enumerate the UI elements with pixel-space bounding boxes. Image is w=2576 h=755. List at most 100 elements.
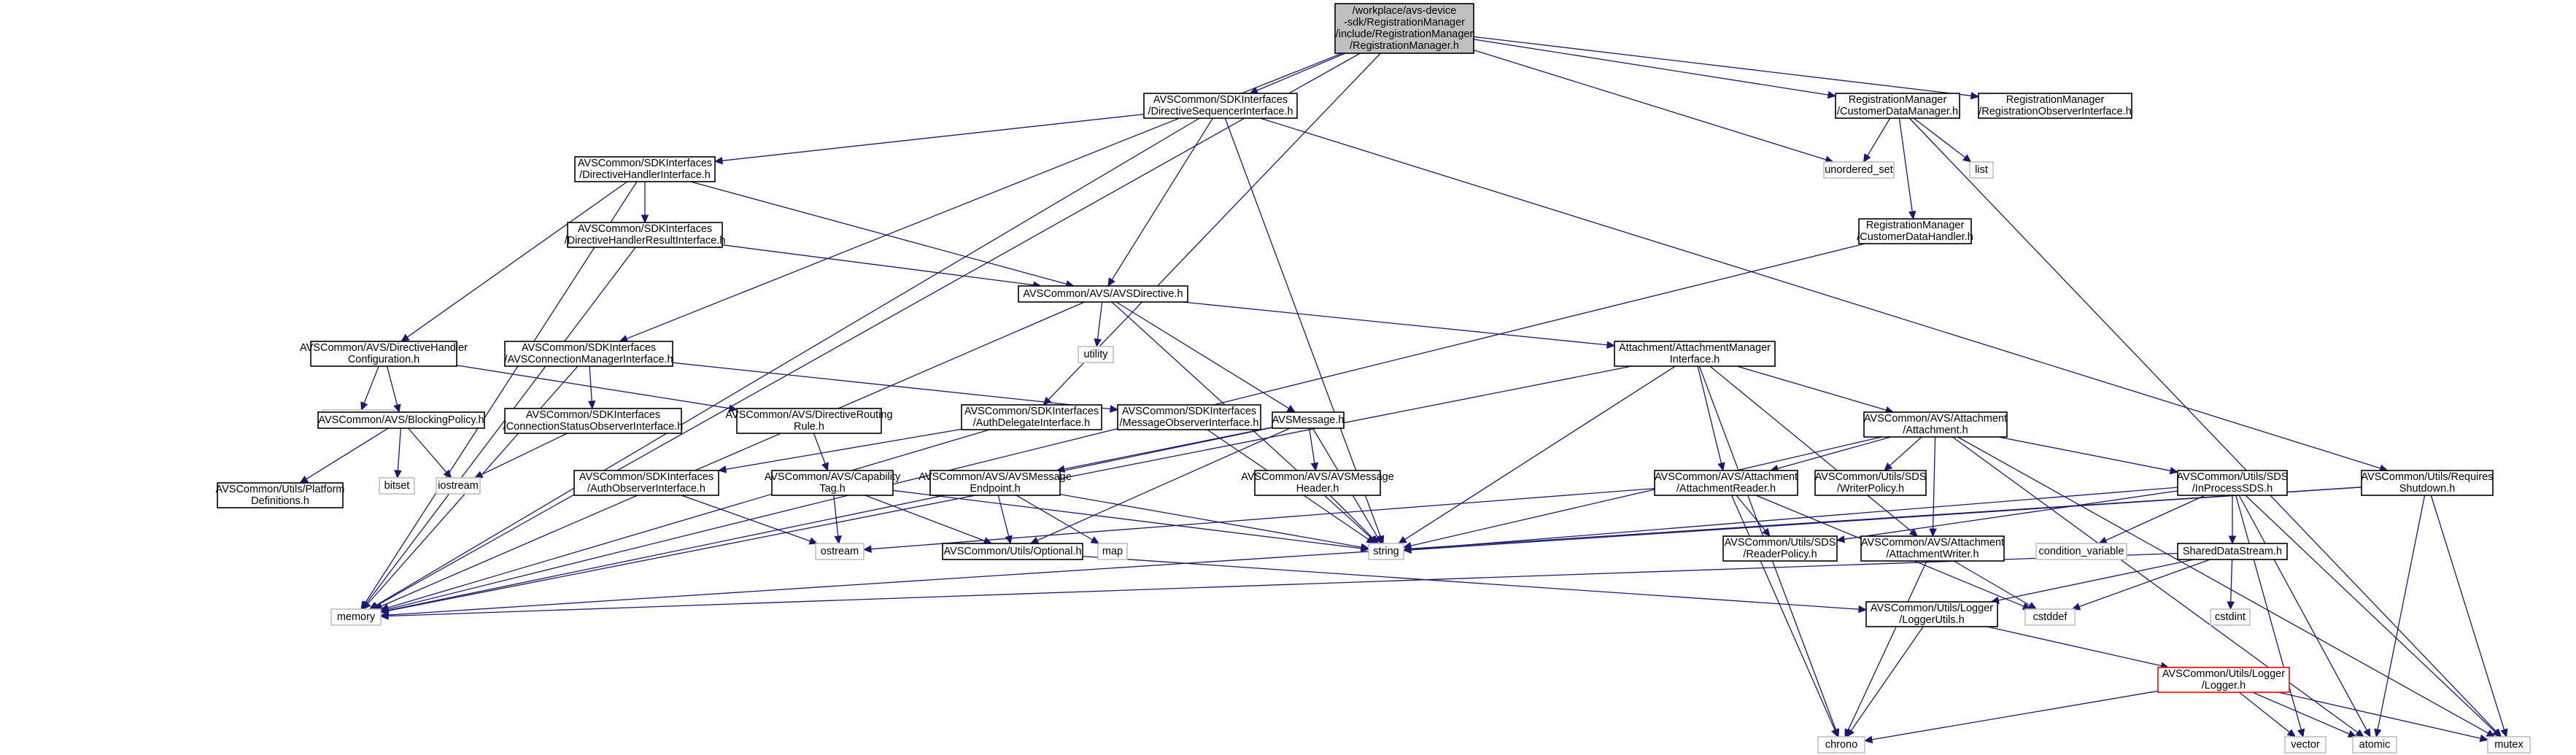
node-box xyxy=(1858,218,1972,244)
edge-line xyxy=(2430,495,2505,730)
node-attwriter[interactable]: AVSCommon/AVS/Attachment/AttachmentWrite… xyxy=(1860,535,2005,562)
edge-root-to-memory xyxy=(369,53,1361,610)
node-chrono: chrono xyxy=(1817,736,1865,754)
node-label: /RegistrationObserverInterface.h xyxy=(1979,106,2132,117)
node-label: AVSCommon/SDKInterfaces xyxy=(578,158,712,169)
node-label: /include/RegistrationManager xyxy=(1336,28,1474,40)
node-cstdint: cstdint xyxy=(2210,608,2251,626)
edge-attachment-to-atomic xyxy=(1952,436,2364,737)
edge-dirseq-to-memory xyxy=(368,117,1200,610)
node-label: AVSCommon/AVS/Attachment xyxy=(1861,537,2004,549)
node-msgobs[interactable]: AVSCommon/SDKInterfaces/MessageObserverI… xyxy=(1117,404,1261,430)
node-label: AVSCommon/SDKInterfaces xyxy=(964,406,1099,417)
node-box xyxy=(1117,404,1261,430)
edge-arrowhead xyxy=(728,404,738,412)
edge-arrowhead xyxy=(641,214,649,224)
node-label: list xyxy=(1975,164,1988,176)
node-label: AVSCommon/Utils/SDS xyxy=(2177,471,2289,483)
edge-optional-to-loggerutils xyxy=(1082,555,1868,613)
edge-line xyxy=(1844,490,2178,540)
edge-dirseq-to-avsdirective xyxy=(1107,117,1213,287)
edge-line xyxy=(365,247,636,604)
edge-arrowhead xyxy=(1286,404,1296,413)
node-label: /InProcessSDS.h xyxy=(2192,483,2273,495)
node-loggerutils[interactable]: AVSCommon/Utils/Logger/LoggerUtils.h xyxy=(1865,601,1998,627)
edge-avsdirective-to-memory xyxy=(374,301,1085,610)
node-authdelegate[interactable]: AVSCommon/SDKInterfaces/AuthDelegateInte… xyxy=(961,404,1102,430)
node-cdm[interactable]: RegistrationManager/CustomerDataManager.… xyxy=(1835,93,1960,119)
node-root[interactable]: /workplace/avs-device-sdk/RegistrationMa… xyxy=(1334,3,1474,54)
edge-arrowhead xyxy=(1029,536,1040,544)
node-dhconfig[interactable]: AVSCommon/AVS/DirectiveHandlerConfigurat… xyxy=(300,341,468,367)
node-box xyxy=(736,408,882,434)
node-label: /AVSConnectionManagerInterface.h xyxy=(504,354,673,365)
node-avsconnmgr[interactable]: AVSCommon/SDKInterfaces/AVSConnectionMan… xyxy=(504,341,673,367)
node-readerpolicy[interactable]: AVSCommon/Utils/SDS/ReaderPolicy.h xyxy=(1722,535,1838,562)
node-shared[interactable]: SharedDataStream.h xyxy=(2177,543,2288,560)
node-label: AVSMessage.h xyxy=(1272,414,1345,426)
node-dirhandlerresult[interactable]: AVSCommon/SDKInterfaces/DirectiveHandler… xyxy=(565,222,726,248)
node-label: ostream xyxy=(821,546,859,557)
edge-line xyxy=(2238,692,2290,733)
node-dirhandler[interactable]: AVSCommon/SDKInterfaces/DirectiveHandler… xyxy=(574,156,716,182)
node-logger[interactable]: AVSCommon/Utils/Logger/Logger.h xyxy=(2157,667,2290,693)
node-label: AVSCommon/Utils/Logger xyxy=(1871,603,1993,614)
node-writerpolicy[interactable]: AVSCommon/Utils/SDS/WriterPolicy.h xyxy=(1814,470,1927,496)
edge-arrowhead xyxy=(1762,527,1771,537)
node-unordered_set: unordered_set xyxy=(1823,161,1895,179)
edge-routingrule-to-captag xyxy=(813,433,829,472)
edge-line xyxy=(1847,560,1927,731)
edge-logger-to-vector xyxy=(2238,692,2297,737)
node-avsdirective[interactable]: AVSCommon/AVS/AVSDirective.h xyxy=(1018,285,1188,303)
node-label: Configuration.h xyxy=(348,354,419,365)
node-label: /DirectiveHandlerResultInterface.h xyxy=(565,235,726,247)
node-blocking[interactable]: AVSCommon/AVS/BlockingPolicy.h xyxy=(317,411,485,429)
node-connstatus[interactable]: AVSCommon/SDKInterfaces/ConnectionStatus… xyxy=(503,408,684,434)
edge-line xyxy=(1952,436,2359,733)
node-inprocsds[interactable]: AVSCommon/Utils/SDS/InProcessSDS.h xyxy=(2177,470,2289,496)
edge-line xyxy=(1473,36,1972,96)
edge-arrowhead xyxy=(2347,729,2357,737)
node-dirseq[interactable]: AVSCommon/SDKInterfaces/DirectiveSequenc… xyxy=(1143,93,1298,119)
node-attreader[interactable]: AVSCommon/AVS/Attachment/AttachmentReade… xyxy=(1654,470,1798,496)
edge-inprocsds-to-vector xyxy=(2235,495,2305,738)
edge-arrowhead xyxy=(1310,462,1319,472)
node-authobs[interactable]: AVSCommon/SDKInterfaces/AuthObserverInte… xyxy=(573,470,719,496)
edge-arrowhead xyxy=(821,462,829,472)
edge-cdm-to-cdh xyxy=(1898,117,1916,220)
node-avsmessage[interactable]: AVSMessage.h xyxy=(1272,411,1345,429)
edge-arrowhead xyxy=(393,403,401,414)
node-regobs[interactable]: RegistrationManager/RegistrationObserver… xyxy=(1978,93,2132,119)
edge-line xyxy=(813,433,826,464)
edge-arrowhead xyxy=(401,333,410,342)
edge-line xyxy=(1182,301,1608,346)
node-box xyxy=(1863,411,2008,438)
node-box xyxy=(2487,736,2531,754)
node-box xyxy=(504,408,682,434)
edge-line xyxy=(1404,365,1676,541)
node-optional[interactable]: AVSCommon/Utils/Optional.h xyxy=(942,543,1083,560)
edge-attachmgr-to-attreader xyxy=(1697,365,1725,472)
node-label: AVSCommon/SDKInterfaces xyxy=(526,409,660,421)
node-box xyxy=(1097,543,1128,560)
edge-arrowhead xyxy=(2355,729,2364,737)
node-box xyxy=(2177,543,2288,560)
edge-inprocsds-to-mutex xyxy=(2245,495,2502,737)
edge-line xyxy=(1932,436,1936,530)
node-label: Rule.h xyxy=(794,421,824,433)
edge-line xyxy=(386,365,398,406)
node-box xyxy=(929,470,1061,496)
edge-line xyxy=(376,53,1361,606)
node-label: string xyxy=(1373,546,1399,557)
edge-line xyxy=(1260,117,2381,469)
node-attachment[interactable]: AVSCommon/AVS/Attachment/Attachment.h xyxy=(1863,411,2008,438)
node-cdh[interactable]: RegistrationManager/CustomerDataHandler.… xyxy=(1857,218,1973,244)
edge-cdm-to-unordered_set xyxy=(1863,117,1891,163)
